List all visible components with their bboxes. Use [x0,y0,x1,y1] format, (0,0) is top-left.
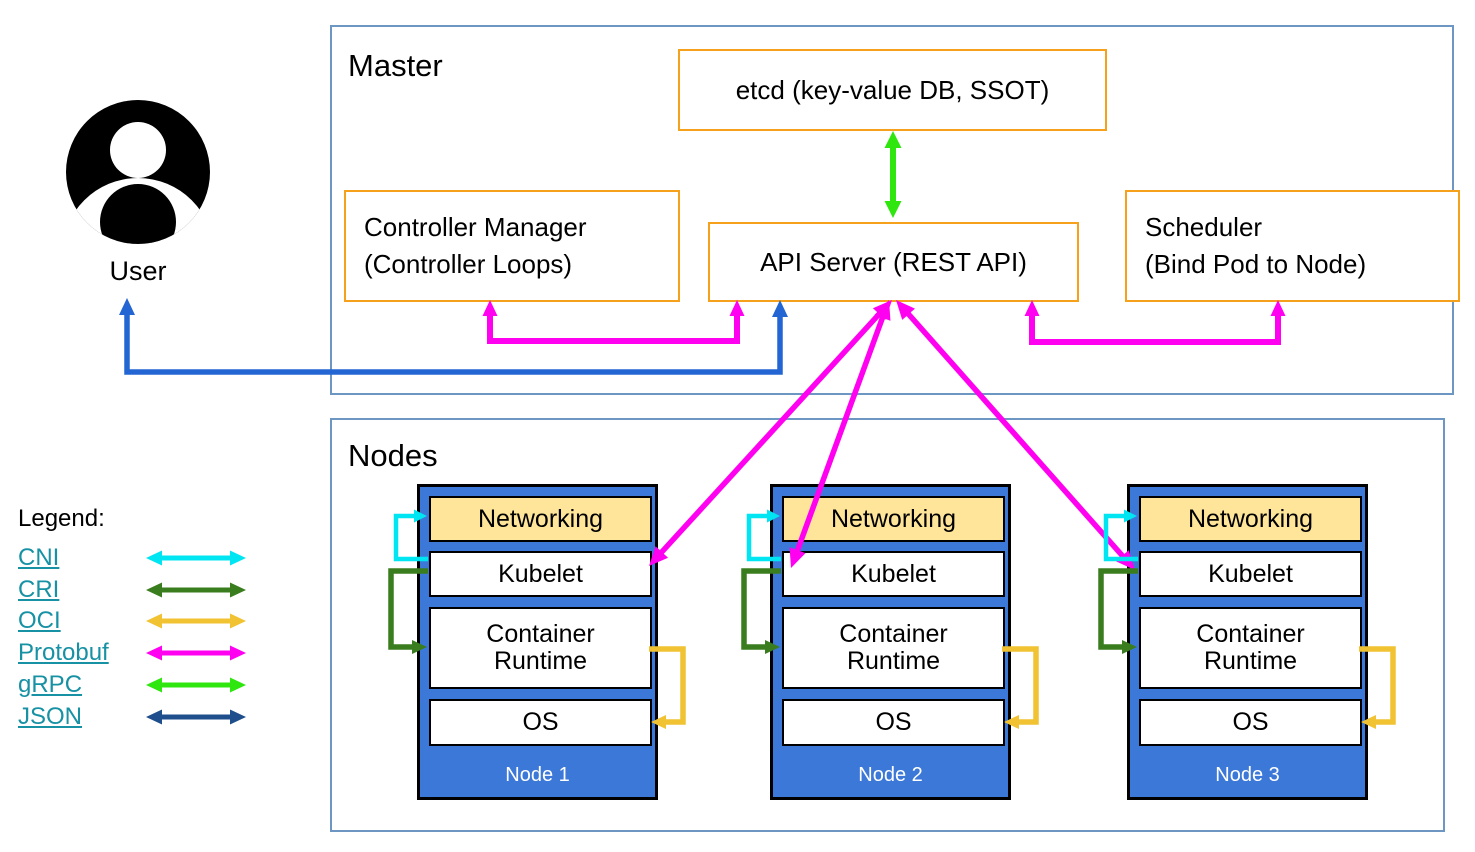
node-2-kubelet-label: Kubelet [851,559,936,588]
api-server-box: API Server (REST API) [708,222,1079,302]
user-icon [66,100,210,244]
legend-title: Legend: [18,505,105,532]
controller-manager-label-line2: (Controller Loops) [364,249,573,279]
node-2-os-label: OS [875,708,912,736]
legend-link-grpc[interactable]: gRPC [18,671,83,698]
node-2-networking-box: Networking [782,496,1005,542]
node-3-networking-label: Networking [1187,504,1314,533]
node-3-os-label: OS [1232,708,1269,736]
scheduler-label-line1: Scheduler [1145,212,1263,242]
user-label: User [109,256,167,286]
node-1-os-box: OS [429,699,652,746]
node-3: Networking Kubelet Container Runtime OS … [1127,484,1368,800]
legend-link-json[interactable]: JSON [18,703,83,730]
node-1-label: Node 1 [505,763,570,786]
node-2-label: Node 2 [858,763,923,786]
node-2-os-box: OS [782,699,1005,746]
legend-link-protobuf[interactable]: Protobuf [18,639,109,666]
node-3-os-box: OS [1139,699,1362,746]
controller-manager-box: Controller Manager (Controller Loops) [344,190,680,302]
master-title: Master [348,48,443,83]
api-server-label: API Server (REST API) [760,246,1027,277]
nodes-frame [330,418,1445,832]
legend-link-cri[interactable]: CRI [18,576,60,603]
node-3-kubelet-box: Kubelet [1139,551,1362,597]
etcd-box: etcd (key-value DB, SSOT) [678,49,1107,131]
node-1-networking-box: Networking [429,496,652,542]
nodes-title: Nodes [348,438,438,473]
etcd-label: etcd (key-value DB, SSOT) [735,74,1050,105]
node-2: Networking Kubelet Container Runtime OS … [770,484,1011,800]
node-3-networking-box: Networking [1139,496,1362,542]
controller-manager-label-line1: Controller Manager [364,212,587,242]
scheduler-label-line2: (Bind Pod to Node) [1145,249,1367,279]
node-1-networking-label: Networking [477,504,604,533]
node-3-container-runtime-label: Container Runtime [1196,620,1305,675]
node-2-networking-label: Networking [830,504,957,533]
node-3-label: Node 3 [1215,763,1280,786]
scheduler-box: Scheduler (Bind Pod to Node) [1125,190,1460,302]
node-1-kubelet-label: Kubelet [498,559,583,588]
node-3-kubelet-label: Kubelet [1208,559,1293,588]
node-1-container-runtime-label: Container Runtime [486,620,595,675]
node-2-container-runtime-label: Container Runtime [839,620,948,675]
node-3-container-runtime-box: Container Runtime [1139,607,1362,689]
legend-link-oci[interactable]: OCI [18,607,61,634]
node-1-kubelet-box: Kubelet [429,551,652,597]
node-1: Networking Kubelet Container Runtime OS … [417,484,658,800]
node-1-container-runtime-box: Container Runtime [429,607,652,689]
node-2-container-runtime-box: Container Runtime [782,607,1005,689]
node-2-kubelet-box: Kubelet [782,551,1005,597]
legend-link-cni[interactable]: CNI [18,544,60,571]
node-1-os-label: OS [522,708,559,736]
